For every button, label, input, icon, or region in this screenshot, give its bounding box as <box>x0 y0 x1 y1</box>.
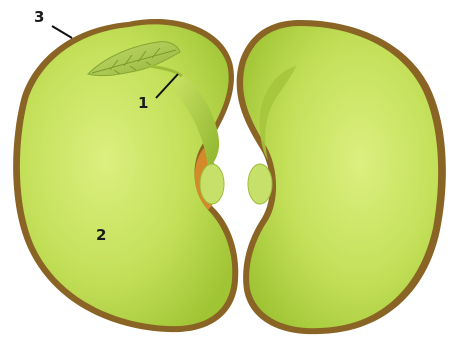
label-2-group: 2 <box>96 226 106 244</box>
label-3-group: 3 <box>34 8 72 38</box>
leader-line-3 <box>52 26 72 38</box>
label-1: 1 <box>138 94 148 112</box>
label-3: 3 <box>34 8 44 26</box>
label-2: 2 <box>96 226 106 244</box>
radicle-left <box>200 164 224 204</box>
radicle-right <box>248 164 272 204</box>
